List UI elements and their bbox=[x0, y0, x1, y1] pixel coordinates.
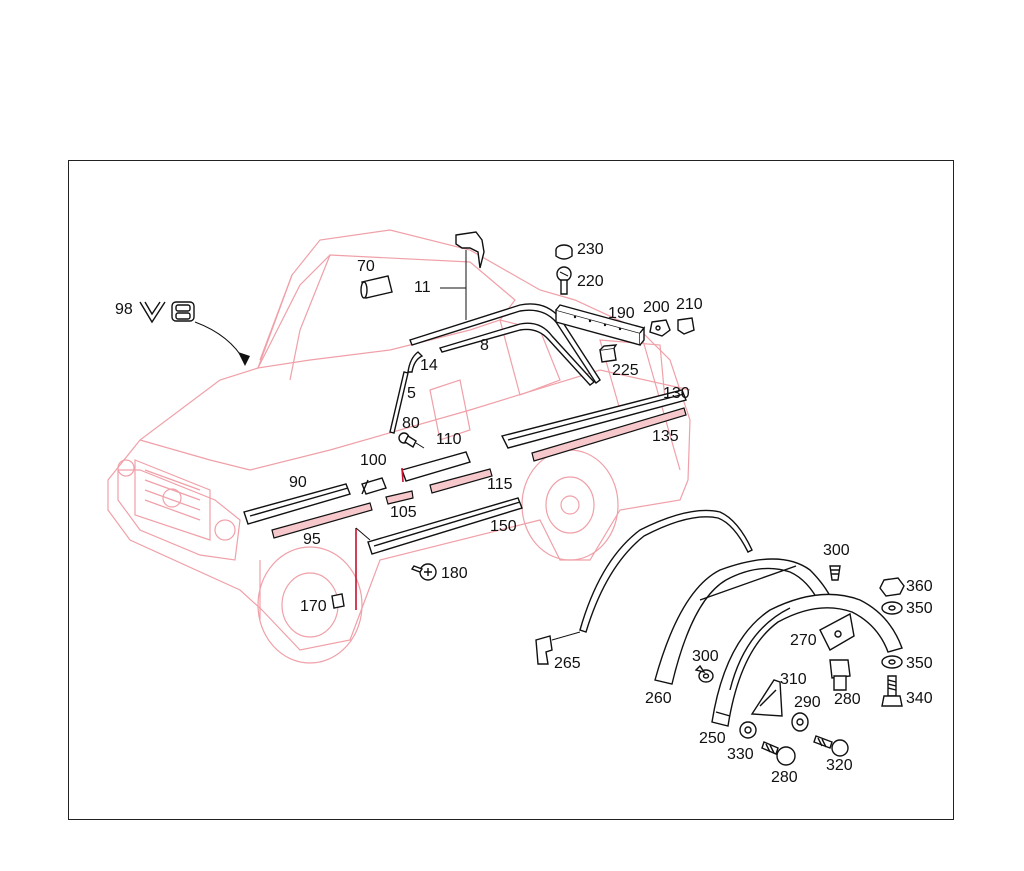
front-strips bbox=[243, 483, 373, 539]
label-part-350-lower: 350 bbox=[906, 655, 933, 672]
label-part-340: 340 bbox=[906, 690, 933, 707]
label-part-350-upper: 350 bbox=[906, 600, 933, 617]
part-300-clip-top bbox=[829, 565, 841, 581]
part-225-block bbox=[599, 344, 618, 363]
diagram-frame bbox=[68, 160, 954, 820]
label-part-150: 150 bbox=[490, 518, 517, 535]
part-350-washer-upper bbox=[881, 601, 903, 615]
part-70-cap bbox=[360, 275, 393, 299]
label-part-95: 95 bbox=[303, 531, 321, 548]
label-part-290: 290 bbox=[794, 694, 821, 711]
label-part-300-top: 300 bbox=[823, 542, 850, 559]
label-part-110: 110 bbox=[436, 431, 462, 448]
part-310-bracket bbox=[750, 679, 783, 717]
label-part-330: 330 bbox=[727, 746, 754, 763]
vehicle-outline bbox=[107, 229, 691, 664]
rear-body-strips bbox=[500, 389, 687, 462]
label-part-11: 11 bbox=[414, 279, 431, 296]
label-part-70: 70 bbox=[357, 258, 375, 275]
label-part-115: 115 bbox=[487, 476, 513, 493]
part-265-flare-trim bbox=[535, 509, 753, 665]
part-340-bolt bbox=[881, 675, 903, 707]
part-250-flare bbox=[711, 593, 903, 727]
label-part-105: 105 bbox=[390, 504, 417, 521]
part-80-plug bbox=[398, 432, 425, 449]
v8-badge-arrow bbox=[139, 301, 250, 366]
part-280-screw-lower bbox=[761, 741, 796, 766]
part-360-nut bbox=[879, 577, 905, 597]
label-part-260: 260 bbox=[645, 690, 672, 707]
label-part-310: 310 bbox=[780, 671, 807, 688]
part-300-clip-lower bbox=[694, 664, 714, 683]
label-part-225: 225 bbox=[612, 362, 639, 379]
part-320-screw bbox=[813, 735, 849, 757]
label-part-180: 180 bbox=[441, 565, 468, 582]
part-330-spacer bbox=[739, 721, 757, 739]
part-190-strip bbox=[555, 304, 646, 346]
label-part-8: 8 bbox=[480, 337, 489, 354]
label-part-130: 130 bbox=[663, 385, 690, 402]
label-part-320: 320 bbox=[826, 757, 853, 774]
part-290-washer bbox=[791, 712, 809, 732]
part-270-bracket bbox=[819, 612, 855, 651]
label-part-190: 190 bbox=[608, 305, 635, 322]
label-part-270: 270 bbox=[790, 632, 817, 649]
label-part-80: 80 bbox=[402, 415, 420, 432]
label-part-5: 5 bbox=[407, 385, 416, 402]
label-part-210: 210 bbox=[676, 296, 703, 313]
label-part-100: 100 bbox=[360, 452, 387, 469]
label-part-200: 200 bbox=[643, 299, 670, 316]
part-280-nut-upper bbox=[829, 659, 851, 691]
label-part-98: 98 bbox=[115, 301, 133, 318]
label-part-280-lower: 280 bbox=[771, 769, 798, 786]
part-230-220-fasteners bbox=[555, 244, 573, 295]
label-part-300-lower: 300 bbox=[692, 648, 719, 665]
label-part-280-upper: 280 bbox=[834, 691, 861, 708]
label-part-265: 265 bbox=[554, 655, 581, 672]
label-part-135: 135 bbox=[652, 428, 679, 445]
roof-rails bbox=[389, 303, 601, 434]
part-11-clip bbox=[440, 231, 485, 320]
label-part-250: 250 bbox=[699, 730, 726, 747]
sill-strip bbox=[331, 497, 523, 610]
label-part-220: 220 bbox=[577, 273, 604, 290]
label-part-90: 90 bbox=[289, 474, 307, 491]
part-350-washer-lower bbox=[881, 655, 903, 669]
door-strips bbox=[361, 451, 493, 505]
label-part-360: 360 bbox=[906, 578, 933, 595]
part-200-210-clips bbox=[649, 317, 695, 337]
label-part-14: 14 bbox=[420, 357, 438, 374]
label-part-170: 170 bbox=[300, 598, 327, 615]
label-part-230: 230 bbox=[577, 241, 604, 258]
